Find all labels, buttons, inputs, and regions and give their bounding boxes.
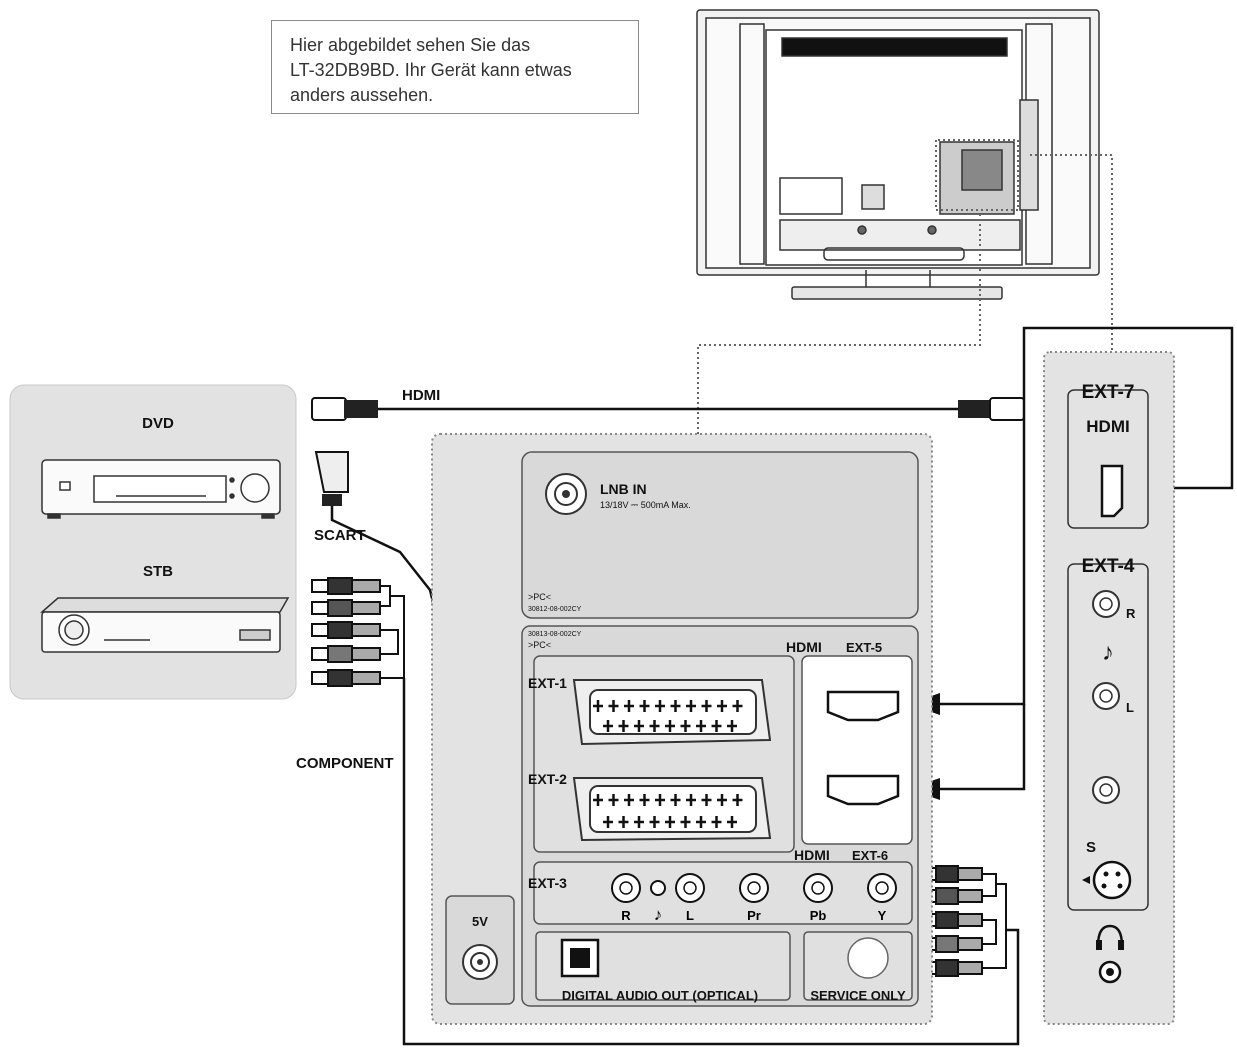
note-line-2: LT-32DB9BD. Ihr Gerät kann etwas [290,60,572,80]
ext3-jack-label: Pb [810,908,827,923]
ext3-jack-label: ♪ [654,905,663,924]
stb-receiver [40,597,290,653]
ext3-jack-inner [747,881,761,895]
ext5-label: EXT-5 [846,640,882,655]
ext3-jack-label: Y [878,908,887,923]
scart-cable-label: SCART [314,527,366,544]
callout-lines [697,139,1113,434]
side-s-label: S [1086,839,1096,856]
note-line-1: Hier abgebildet sehen Sie das [290,35,531,55]
side-panel [1043,351,1175,1025]
lnb-title: LNB IN [600,481,647,497]
component-cable [311,577,1020,1046]
antenna-voltage-label: 5V [472,914,488,929]
part-no-2: 30813-08-002CY [528,631,582,638]
side-r-label: R [1126,606,1136,621]
stb-label: STB [143,563,173,580]
ext3-jack-inner [811,881,825,895]
pc-mark-2: >PC< [528,640,551,650]
ext2-label: EXT-2 [528,771,567,787]
hdmi-logo-ext5: HDMI [786,639,822,655]
ext3-jack-inner [619,881,633,895]
side-l-label: L [1126,700,1134,715]
ext3-jack-label: R [621,908,631,923]
note-line-3: anders aussehen. [290,85,434,105]
ext7-label: EXT-7 [1082,382,1135,403]
ext3-jack-inner [683,881,697,895]
hdmi-cable-label: HDMI [402,387,440,404]
side-note-symbol: ♪ [1102,639,1114,666]
part-no-1: 30812-08-002CY [528,606,582,613]
ext3-jack-label: Pr [747,908,761,923]
digital-audio-label: DIGITAL AUDIO OUT (OPTICAL) [562,988,758,1003]
device-panel [9,384,297,700]
component-cable-label: COMPONENT [296,755,394,772]
component-plugs-right [921,865,1007,977]
ext3-jacks: R ♪ L Pr Pb Y [611,873,897,924]
hdmi-logo-ext6: HDMI [794,847,830,863]
dvd-label: DVD [142,415,174,432]
ext3-jack [650,880,666,896]
pc-mark-1: >PC< [528,592,551,602]
ext3-jack-label: L [686,908,694,923]
note-box: Hier abgebildet sehen Sie das LT-32DB9BD… [271,20,639,114]
ext1-label: EXT-1 [528,675,567,691]
ext6-label: EXT-6 [852,848,888,863]
ext3-jack-inner [875,881,889,895]
service-only-label: SERVICE ONLY [810,988,906,1003]
tv-back-illustration [696,9,1100,300]
side-hdmi-logo: HDMI [1086,417,1129,436]
ext4-label: EXT-4 [1082,556,1135,577]
lnb-spec: 13/18V ⎓ 500mA Max. [600,500,691,510]
connector-panel [431,433,933,1025]
scart-pins [593,700,743,828]
ext3-label: EXT-3 [528,875,567,891]
dvd-player [41,459,281,519]
